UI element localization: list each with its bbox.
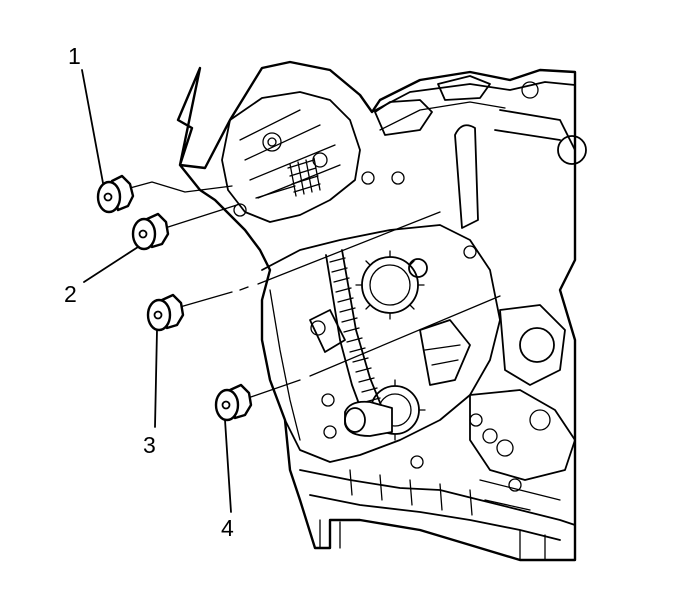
callout-3: 3: [143, 432, 156, 458]
callout-1: 1: [68, 43, 81, 69]
plug-3: [146, 293, 185, 332]
plug-4: [214, 383, 253, 422]
leader-lines: [129, 181, 501, 399]
callout-2: 2: [64, 281, 77, 307]
plug-2: [131, 212, 170, 251]
callout-4: 4: [221, 515, 234, 541]
engine-block: [176, 60, 587, 562]
plug-1: [96, 174, 135, 214]
callout-leaders: [81, 69, 232, 513]
